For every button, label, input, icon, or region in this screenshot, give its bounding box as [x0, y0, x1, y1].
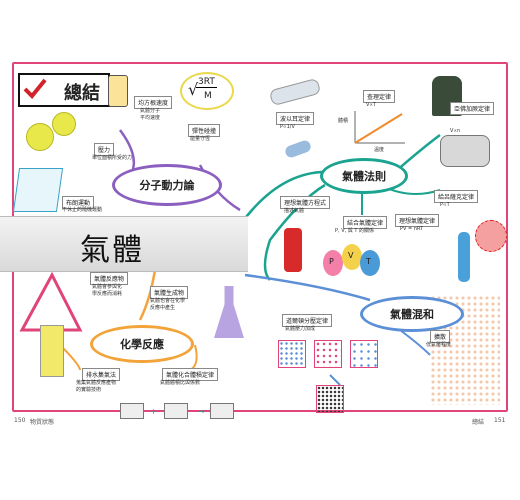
oval-mixture: 氣體混和: [360, 296, 464, 332]
brownian-note: 不休止的隨機運動: [62, 207, 103, 213]
gas-box-b: [314, 340, 342, 368]
balloon-t-icon: T: [360, 250, 380, 276]
avogadro-note: V∝n: [450, 128, 461, 134]
box-diffusion: 擴散: [430, 330, 451, 343]
oval-reaction: 化學反應: [90, 325, 194, 363]
svg-text:→: →: [198, 407, 205, 416]
box-volume-law: 氣體化合體積定律: [162, 368, 219, 381]
pressure-note: 單位面積所受的力: [92, 155, 133, 161]
beaker-icon: [40, 325, 64, 377]
dalton-note: 氣體壓力加成: [285, 326, 316, 332]
balloon-p-icon: P: [323, 250, 343, 276]
box-dalton: 道爾頓分壓定律: [282, 314, 333, 327]
gas-cube-icon: [12, 168, 64, 212]
product-gas-note: 氣體也會在化學 反應中產生: [150, 298, 186, 311]
box-product-gas: 氣體生成物: [150, 286, 189, 299]
box-effusion: 彈性碰撞: [188, 124, 221, 137]
collect-note: 蒐集氣體反應產物 的實驗技術: [76, 380, 117, 393]
box-reaction-gas: 氣體反應物: [90, 272, 129, 285]
chart-x-label: 溫度: [374, 147, 385, 153]
box-gaylussac: 給呂薩克定律: [434, 190, 479, 203]
ideal-eq-note: 描述氣體: [284, 208, 305, 214]
balloon-v-icon: V: [342, 244, 362, 270]
gas-cylinder-icon: [458, 232, 470, 282]
svg-text:+: +: [150, 407, 157, 416]
volume-law-note: 氣體體積比與係數: [160, 380, 201, 386]
reaction-cube-1: [120, 403, 144, 419]
rms-formula: 3RT M √: [180, 72, 234, 110]
summary-title: 總結: [64, 83, 100, 104]
reaction-cube-3: [210, 403, 234, 419]
ideal-law-note: PV = nRT: [400, 226, 424, 232]
box-ideal-law: 理想氣體定律: [395, 214, 440, 227]
molecule-ball-icon: [52, 112, 76, 136]
page-section-left: 物質狀態: [30, 419, 55, 426]
reaction-gas-note: 氣體會參與化 學反應而消耗: [92, 284, 123, 297]
box-charles: 查理定律: [363, 90, 396, 103]
gas-banner: 氣體: [0, 216, 248, 272]
piston-icon: [108, 75, 128, 107]
diffusion-note: 低氣壓程度: [426, 342, 452, 348]
banner-title: 氣體: [80, 233, 144, 268]
chart-y-label: 體積: [338, 118, 349, 124]
combined-note: P, V, 與 T 的關係: [335, 228, 375, 234]
box-ideal-eq: 理想氣體方程式: [280, 196, 331, 209]
charles-note: V∝T: [366, 102, 377, 108]
box-pressure: 壓力: [94, 143, 115, 156]
box-combined: 結合氣體定律: [343, 216, 388, 229]
page-number-left: 150: [14, 417, 26, 424]
effusion-note: 能量守恆: [190, 136, 211, 142]
explosion-icon: [475, 220, 507, 252]
box-avogadro: 亞佛加厥定律: [450, 102, 495, 115]
box-collect: 排水集氣法: [82, 368, 121, 381]
checkmark-icon: [23, 78, 47, 99]
gas-box-total: [316, 385, 344, 413]
oval-gas-laws: 氣體法則: [320, 158, 408, 194]
gas-box-a: [278, 340, 306, 368]
page-number-right: 151: [494, 417, 506, 424]
rms-note: 氣體分子 平均速度: [140, 108, 161, 121]
box-brownian: 布朗運動: [62, 196, 95, 209]
page-section-right: 總結: [472, 419, 485, 426]
sqrt-icon: √: [188, 80, 199, 99]
formula-numerator: 3RT: [196, 77, 217, 88]
box-rms-speed: 均方根速度: [134, 96, 173, 109]
charles-law-chart: [354, 111, 405, 144]
summary-title-box: 總結: [18, 73, 110, 107]
molecule-ball-icon: [26, 123, 54, 151]
oval-kinetic: 分子動力論: [112, 164, 222, 206]
boyle-note: P∝1/V: [280, 124, 295, 130]
spray-can-icon: [284, 228, 302, 272]
gaylussac-note: P∝T: [440, 202, 450, 208]
box-boyle: 波以耳定律: [276, 112, 315, 125]
reaction-cube-2: [164, 403, 188, 419]
gas-box-c: [350, 340, 378, 368]
formula-denominator: M: [204, 91, 212, 101]
pressure-cooker-icon: [440, 135, 490, 167]
